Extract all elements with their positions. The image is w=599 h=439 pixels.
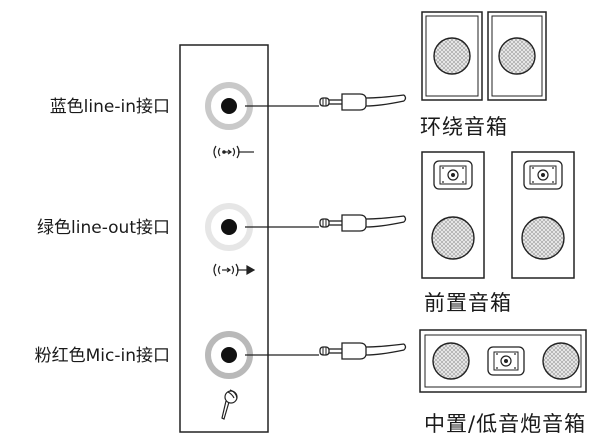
surround-speaker-left [421,11,483,101]
mic-in-plug-icon [319,342,407,360]
line-in-label: 蓝色line-in接口 [50,97,170,117]
line-out-icon [213,263,256,277]
line-in-icon [213,145,254,159]
line-out-plug-icon [319,214,407,232]
surround-speaker-label: 环绕音箱 [420,115,508,139]
center-subwoofer-speaker [419,329,587,393]
center-subwoofer-label: 中置/低音炮音箱 [424,412,586,436]
front-speaker-right [511,151,575,279]
front-speaker-left [421,151,485,279]
front-speaker-label: 前置音箱 [424,291,512,315]
mic-in-label: 粉红色Mic-in接口 [35,346,170,366]
surround-speaker-right [487,11,547,101]
line-out-label: 绿色line-out接口 [37,218,170,238]
line-in-plug-icon [319,93,407,111]
microphone-icon [221,389,238,420]
